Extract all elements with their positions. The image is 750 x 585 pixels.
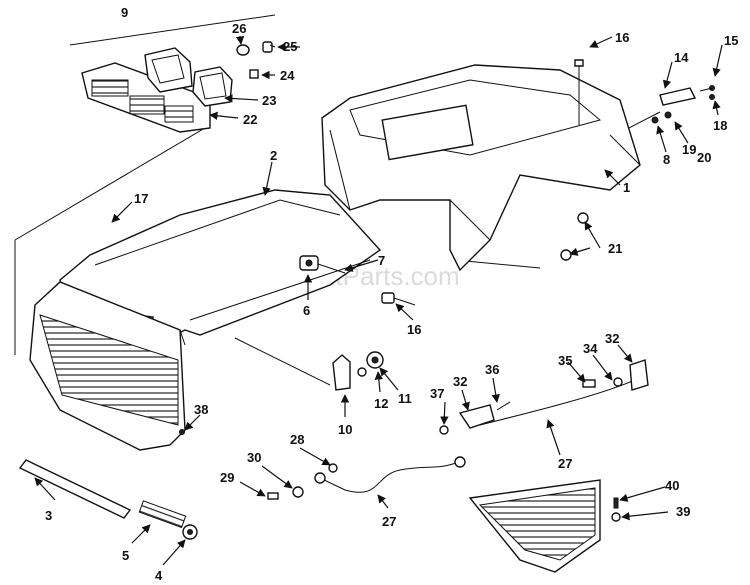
rear-fender — [321, 64, 641, 272]
callout-22: 22 — [243, 112, 257, 127]
callout-34: 34 — [583, 341, 598, 356]
callout-3: 3 — [45, 508, 52, 523]
callout-labels: 1 2 3 4 5 6 7 8 9 10 11 12 14 15 16 16 1… — [45, 5, 738, 583]
callout-28: 28 — [290, 432, 304, 447]
callout-23: 23 — [262, 93, 276, 108]
cable-27-upper — [439, 359, 649, 435]
nuts-21 — [560, 212, 589, 261]
hood-hinge — [299, 255, 346, 274]
grille — [29, 281, 186, 451]
latch-parts — [332, 351, 384, 391]
callout-10: 10 — [338, 422, 352, 437]
callout-27a: 27 — [382, 514, 396, 529]
callout-14: 14 — [674, 50, 689, 65]
callout-32a: 32 — [453, 374, 467, 389]
callout-16a: 16 — [615, 30, 629, 45]
bracket-14 — [651, 85, 715, 124]
callout-6: 6 — [303, 303, 310, 318]
cable-27-lower — [267, 456, 466, 500]
callout-21: 21 — [608, 241, 622, 256]
callout-8: 8 — [663, 152, 670, 167]
callout-35: 35 — [558, 353, 572, 368]
light-bar-assembly — [81, 41, 273, 133]
callout-30: 30 — [247, 450, 261, 465]
callout-leaders — [34, 35, 723, 566]
callout-27b: 27 — [558, 456, 572, 471]
bolt-16 — [381, 59, 584, 306]
rod-spring-assembly — [18, 459, 198, 540]
callout-20: 20 — [697, 150, 711, 165]
callout-24: 24 — [280, 68, 295, 83]
callout-4: 4 — [155, 568, 163, 583]
callout-7: 7 — [378, 253, 385, 268]
assembly-lines — [14, 14, 661, 386]
callout-1: 1 — [623, 180, 630, 195]
callout-19: 19 — [682, 142, 696, 157]
callout-26: 26 — [232, 21, 246, 36]
callout-18: 18 — [713, 118, 727, 133]
callout-36: 36 — [485, 362, 499, 377]
callout-9: 9 — [121, 5, 128, 20]
callout-25: 25 — [283, 39, 297, 54]
callout-15: 15 — [724, 33, 738, 48]
callout-11: 11 — [398, 391, 412, 406]
callout-32b: 32 — [605, 331, 619, 346]
callout-37: 37 — [430, 386, 444, 401]
callout-17: 17 — [134, 191, 148, 206]
callout-29: 29 — [220, 470, 234, 485]
callout-38: 38 — [194, 402, 208, 417]
callout-12: 12 — [374, 396, 388, 411]
callout-16b: 16 — [407, 322, 421, 337]
lower-grille-insert — [179, 429, 621, 573]
callout-2: 2 — [270, 148, 277, 163]
callout-39: 39 — [676, 504, 690, 519]
callout-40: 40 — [665, 478, 679, 493]
callout-5: 5 — [122, 548, 129, 563]
